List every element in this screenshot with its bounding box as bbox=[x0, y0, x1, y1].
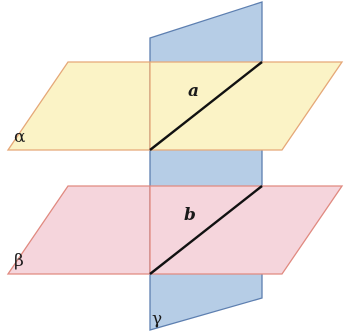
intersection-line-a bbox=[149, 61, 263, 151]
intersection-line-b bbox=[149, 185, 263, 275]
label-beta: β bbox=[14, 251, 24, 271]
label-line-b: b bbox=[184, 205, 196, 225]
label-gamma: γ bbox=[152, 309, 162, 329]
plane-gamma bbox=[149, 1, 263, 331]
plane-beta bbox=[6, 185, 151, 275]
plane-alpha-front bbox=[149, 61, 344, 151]
label-line-a: a bbox=[188, 81, 199, 101]
plane-beta-front bbox=[149, 185, 344, 275]
label-alpha: α bbox=[14, 127, 26, 147]
plane-alpha bbox=[6, 61, 151, 151]
